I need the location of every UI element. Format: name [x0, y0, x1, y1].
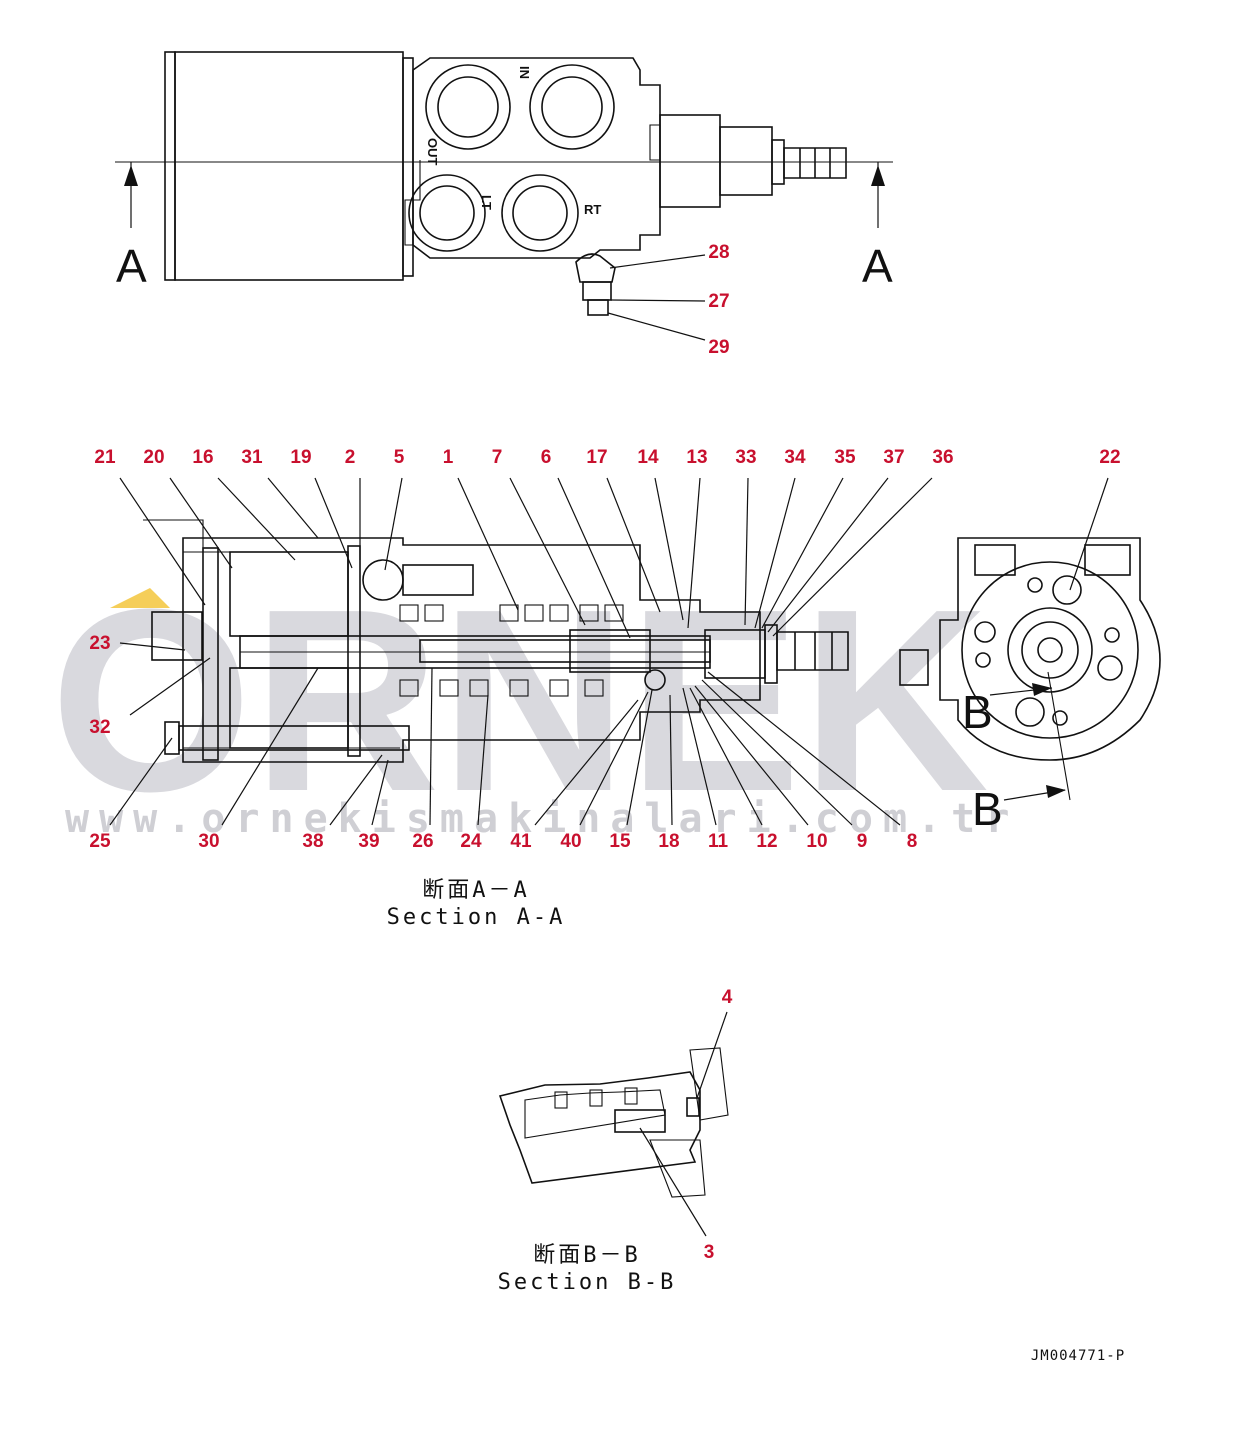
section-mark-b-lower: B	[972, 783, 1003, 835]
motor-flange	[164, 51, 176, 281]
section-mark-b-upper: B	[962, 686, 993, 738]
housing-outline	[182, 537, 761, 763]
motor-body	[174, 51, 404, 281]
callout-9: 9	[857, 831, 868, 852]
output-shaft	[776, 631, 849, 671]
valve-block	[412, 57, 661, 259]
callout-36: 36	[932, 447, 953, 468]
callout-13: 13	[686, 447, 707, 468]
callout-41: 41	[510, 831, 532, 852]
section-mark-a-left: A	[116, 240, 147, 292]
callout-31: 31	[241, 447, 263, 468]
watermark-url: www.ornekismakinalari.com.tr	[65, 796, 1019, 842]
fitting-28	[575, 253, 616, 283]
callout-29: 29	[708, 337, 729, 358]
end-view-housing	[939, 537, 1161, 761]
callout-22: 22	[1099, 447, 1120, 468]
callout-3: 3	[704, 1242, 715, 1263]
top-callouts: 21 20 16 31 19 2 5 1 7 6 17 14 13 33 34 …	[94, 447, 1120, 468]
callout-12: 12	[756, 831, 777, 852]
callout-2: 2	[345, 447, 356, 468]
section-aa-caption-en: Section A-A	[387, 905, 566, 930]
callout-39: 39	[358, 831, 379, 852]
fitting-27	[582, 281, 612, 301]
callout-17: 17	[586, 447, 607, 468]
callout-40: 40	[560, 831, 581, 852]
sleeve	[569, 629, 651, 673]
callout-27: 27	[708, 291, 729, 312]
callout-28: 28	[708, 242, 729, 263]
callout-8: 8	[907, 831, 918, 852]
callout-4: 4	[722, 987, 733, 1008]
section-bb-caption-jp: 断面B－B	[533, 1243, 641, 1268]
callout-24: 24	[460, 831, 482, 852]
callout-11: 11	[708, 831, 729, 852]
callout-19: 19	[290, 447, 311, 468]
section-aa: B B 21 20 16 31 19 2 5 1 7 6 17 14 13 33…	[89, 447, 1161, 930]
callout-15: 15	[609, 831, 631, 852]
callout-1: 1	[443, 447, 454, 468]
ball-15	[644, 669, 666, 691]
callout-18: 18	[658, 831, 679, 852]
port-label-out: OUT	[425, 138, 440, 166]
callout-16: 16	[192, 447, 213, 468]
callout-34: 34	[784, 447, 806, 468]
top-leaders	[119, 477, 1109, 639]
drawing-code: JM004771-P	[1031, 1348, 1125, 1364]
callout-7: 7	[492, 447, 503, 468]
input-housing	[659, 114, 721, 208]
port-label-in: IN	[517, 66, 532, 79]
section-aa-caption-jp: 断面A－A	[422, 878, 530, 903]
top-view: IN OUT LT RT A A 28 27 29	[115, 51, 893, 358]
callout-26: 26	[412, 831, 433, 852]
fitting-29	[587, 299, 609, 316]
bolt-25	[178, 725, 410, 751]
section-bb-caption-en: Section B-B	[498, 1270, 677, 1295]
callout-35: 35	[834, 447, 856, 468]
callout-37: 37	[883, 447, 904, 468]
section-bb-body	[498, 1071, 701, 1184]
watermark-brand: ORNEK	[50, 556, 989, 846]
watermark: ORNEK www.ornekismakinalari.com.tr	[50, 556, 1019, 846]
bottom-leaders	[109, 667, 901, 826]
callout-10: 10	[806, 831, 827, 852]
bottom-callouts: 25 30 38 39 26 24 41 40 15 18 11 12 10 9…	[89, 831, 917, 852]
section-mark-a-right: A	[862, 240, 893, 292]
port-label-rt: RT	[584, 202, 601, 217]
input-shaft	[783, 147, 847, 179]
callout-14: 14	[637, 447, 659, 468]
callout-6: 6	[541, 447, 552, 468]
callout-21: 21	[94, 447, 116, 468]
end-cap	[151, 611, 203, 661]
callout-38: 38	[302, 831, 323, 852]
section-line-bb	[1047, 671, 1071, 801]
callout-32: 32	[89, 717, 110, 738]
callout-23: 23	[89, 633, 110, 654]
section-bb: 4 3 断面B－B Section B-B	[498, 987, 733, 1295]
callout-25: 25	[89, 831, 111, 852]
callout-5: 5	[394, 447, 405, 468]
watermark-accent	[110, 588, 170, 608]
callout-20: 20	[143, 447, 164, 468]
port-label-lt: LT	[479, 195, 494, 210]
callout-33: 33	[735, 447, 756, 468]
part-4	[686, 1097, 700, 1117]
callout-30: 30	[198, 831, 219, 852]
